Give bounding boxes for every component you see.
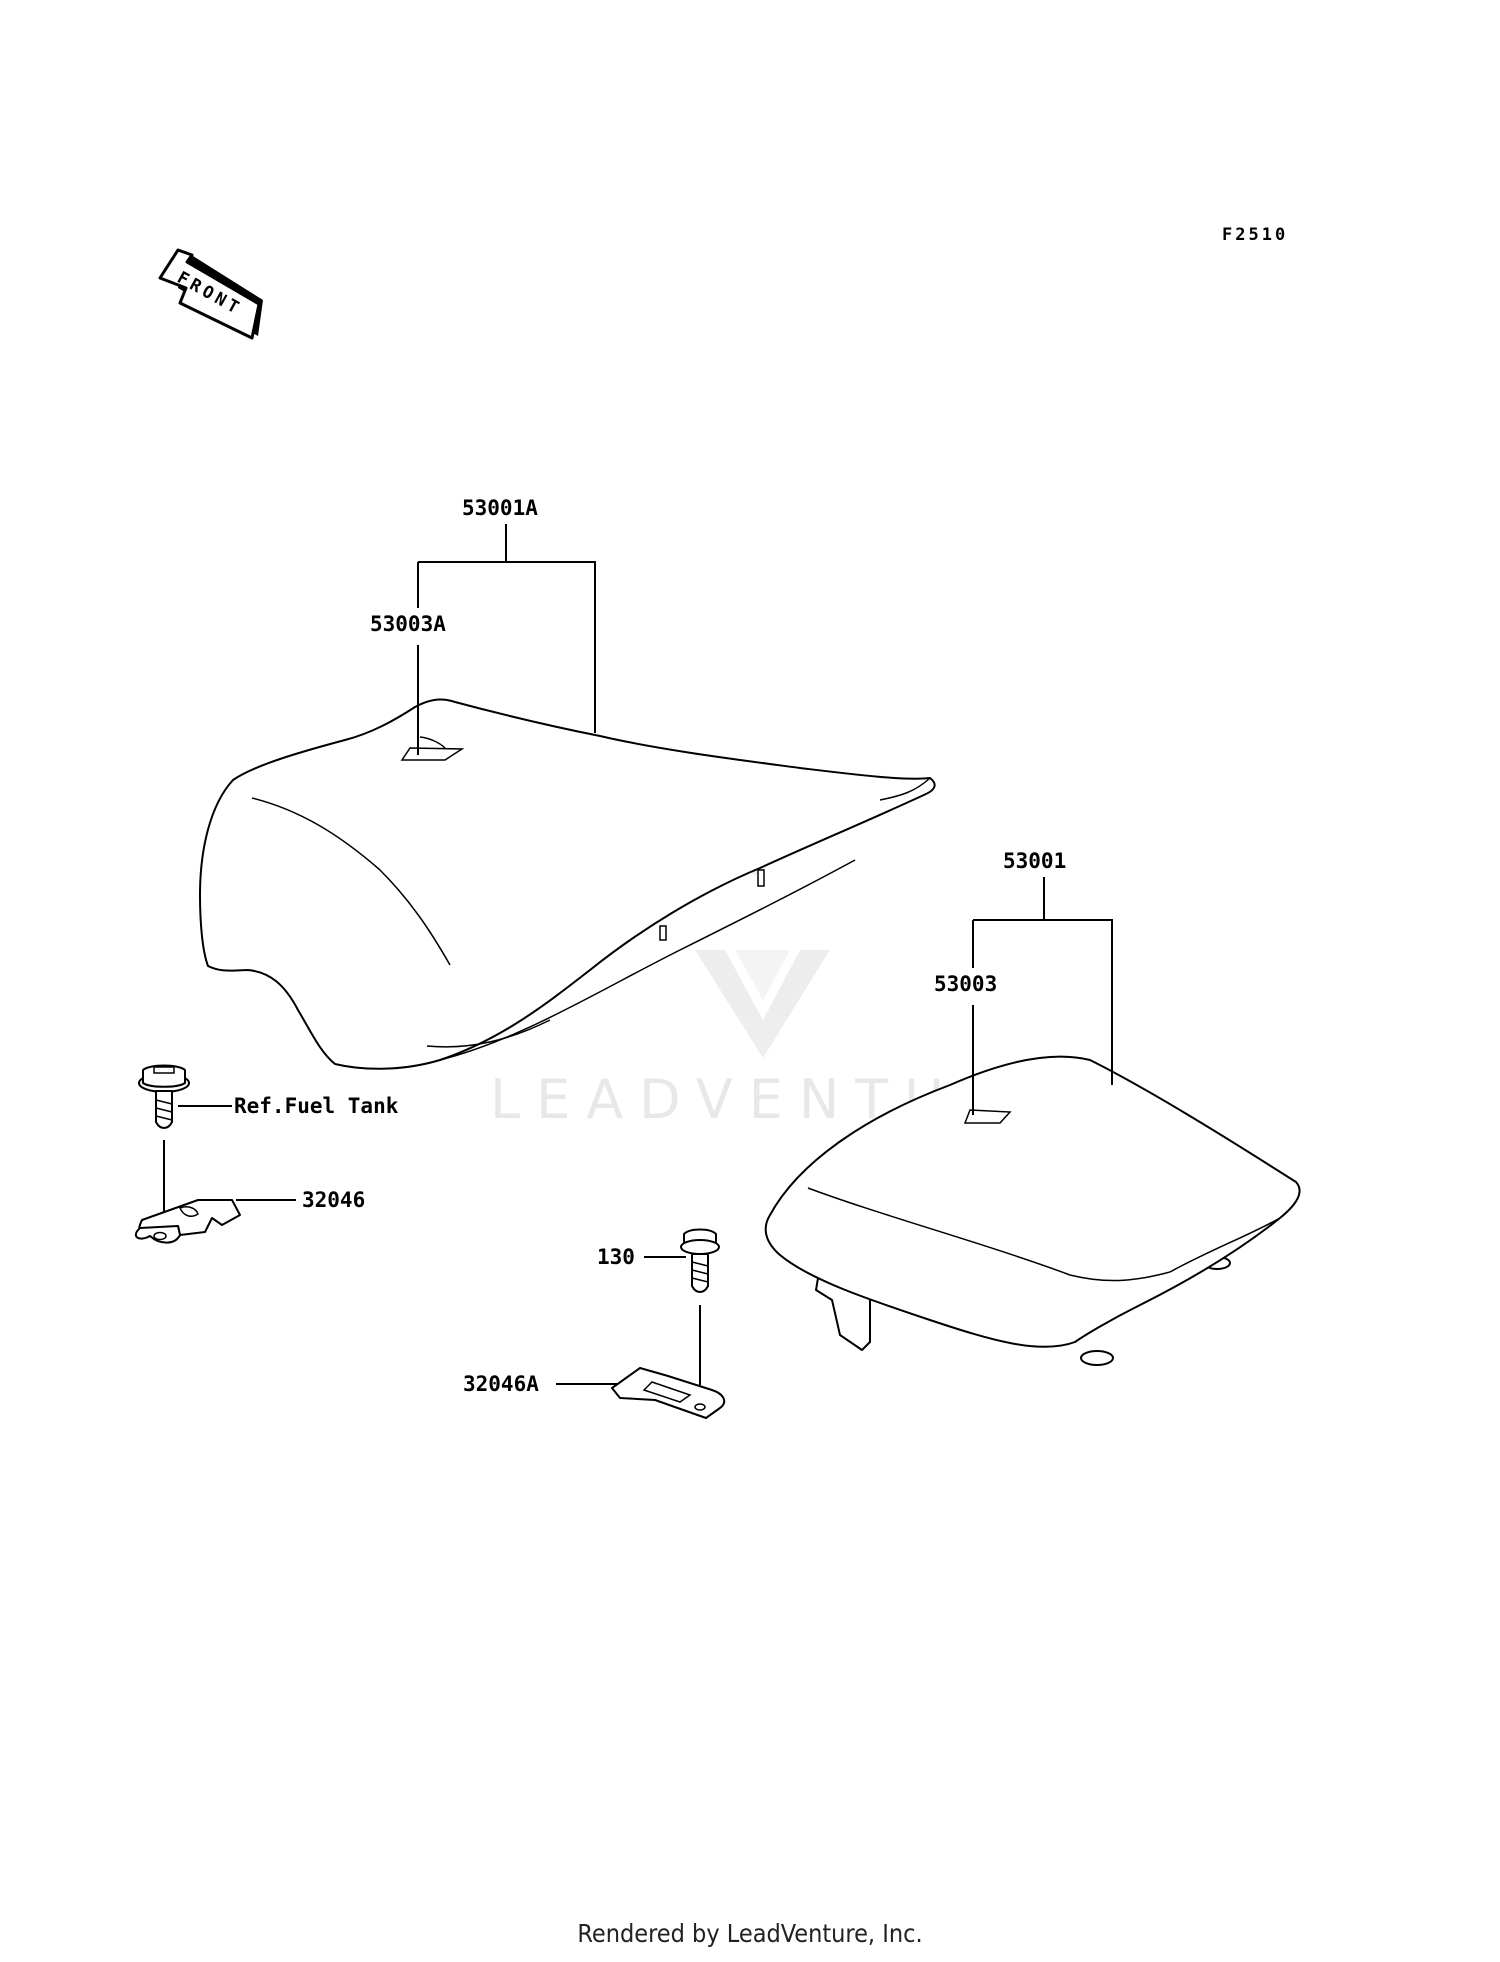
front-direction-arrow-icon: FRONT [158, 248, 263, 340]
callout-32046: 32046 [302, 1188, 365, 1212]
callout-ref-fuel-tank: Ref.Fuel Tank [234, 1094, 399, 1118]
footer-credit: Rendered by LeadVenture, Inc. [577, 1919, 922, 1948]
bolt-130 [680, 1228, 720, 1293]
callout-130: 130 [597, 1245, 635, 1269]
bracket-32046a [611, 1367, 726, 1419]
front-seat [199, 698, 936, 1070]
callout-53001a: 53001A [462, 496, 538, 520]
callout-53001: 53001 [1003, 849, 1066, 873]
callout-53003a: 53003A [370, 612, 446, 636]
figure-code: F2510 [1222, 225, 1288, 245]
callout-53003: 53003 [934, 972, 997, 996]
bracket-32046 [134, 1199, 241, 1244]
rear-seat [764, 1055, 1301, 1366]
fuel-tank-bolt [138, 1064, 190, 1129]
leader-lines [178, 524, 1113, 1385]
callout-32046a: 32046A [463, 1372, 539, 1396]
